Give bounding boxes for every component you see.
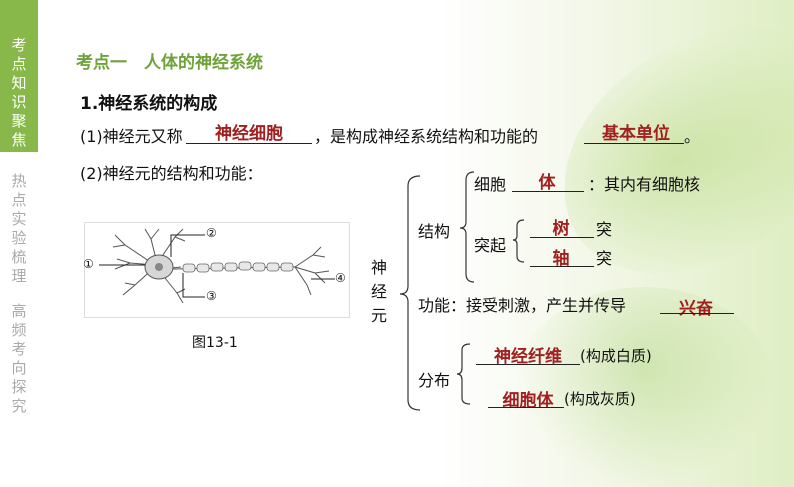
figure-caption: 图13-1 (192, 335, 238, 351)
answer-neuron-cell: 神经细胞 (215, 124, 283, 144)
page-heading: 考点一 人体的神经系统 (76, 53, 263, 73)
blank-underline (476, 364, 580, 365)
line1-prefix: (1)神经元又称 (80, 127, 183, 146)
tree-root-label: 神经元 (370, 258, 387, 325)
blank-underline (488, 407, 564, 408)
neuron-diagram (99, 228, 335, 304)
sidebar-item-label[interactable]: 高频考向探究 (11, 302, 27, 415)
answer-cell-body-gray: 细胞体 (502, 391, 554, 411)
line1-suffix: 。 (684, 127, 701, 146)
answer-basic-unit: 基本单位 (602, 124, 670, 144)
blank-underline (530, 266, 594, 267)
answer-nerve-fiber: 神经纤维 (494, 347, 562, 367)
sidebar: 考点知识聚焦 热点实验梳理 高频考向探究 (0, 0, 38, 447)
brace-lines (399, 171, 525, 411)
answer-axon: 轴 (552, 249, 570, 269)
distribution-label: 分布 (418, 371, 451, 390)
figure-label-4: ④ (335, 271, 346, 285)
neuron-figure: ① ② ③ ④ (83, 222, 350, 318)
axon-suffix: 突 (596, 249, 613, 268)
answer-excitation: 兴奋 (679, 299, 713, 319)
blank-underline (512, 191, 584, 192)
answer-dendrite: 树 (552, 219, 570, 239)
blank-underline (530, 237, 594, 238)
sidebar-item-active[interactable] (0, 0, 38, 152)
function-label: 功能：接受刺激，产生并传导 (418, 296, 627, 315)
blank-underline (186, 143, 312, 144)
blank-underline (584, 143, 684, 144)
figure-label-1: ① (83, 257, 94, 271)
cell-body-note: (构成灰质) (564, 390, 636, 408)
nerve-fiber-note: (构成白质) (580, 347, 652, 365)
cell-label: 细胞 (474, 175, 507, 194)
figure-label-3: ③ (206, 289, 217, 303)
line2-text: (2)神经元的结构和功能： (80, 164, 263, 183)
sidebar-item-label[interactable]: 热点实验梳理 (11, 172, 27, 285)
dendrite-suffix: 突 (596, 220, 613, 239)
line1-middle: ，是构成神经系统结构和功能的 (314, 127, 539, 146)
blank-underline (660, 313, 734, 314)
structure-label: 结构 (418, 222, 451, 241)
sidebar-item-label-active[interactable]: 考点知识聚焦 (11, 36, 27, 149)
figure-label-2: ② (206, 226, 217, 240)
cell-note: ：其内有细胞核 (588, 175, 701, 194)
answer-cell-body: 体 (538, 173, 556, 193)
process-label: 突起 (474, 236, 507, 255)
section-title: 1.神经系统的构成 (80, 94, 218, 114)
